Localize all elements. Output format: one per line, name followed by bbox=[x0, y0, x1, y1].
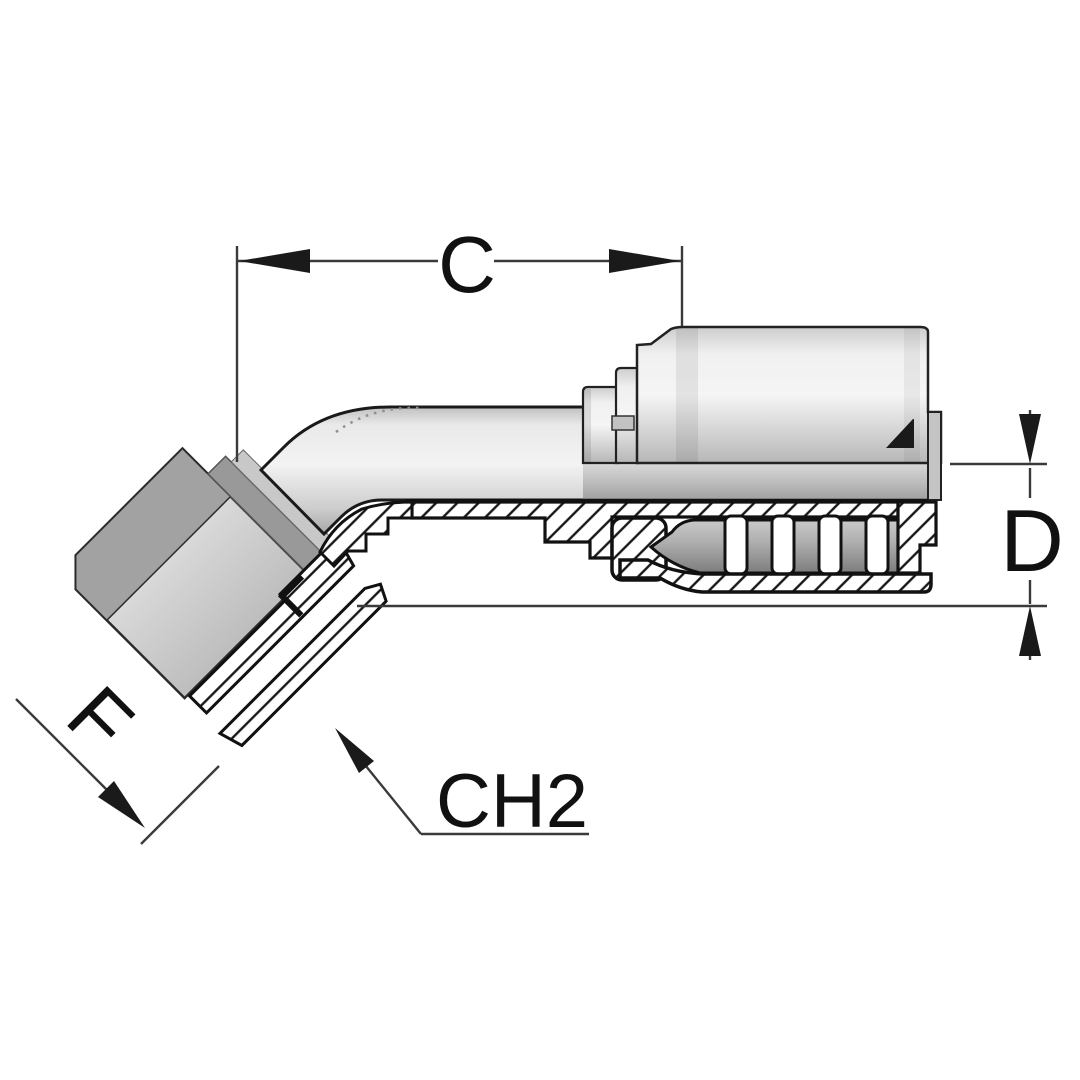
serration-notch bbox=[770, 514, 796, 576]
ferrule-shade-band bbox=[676, 328, 698, 462]
d-arrowhead-top bbox=[1019, 414, 1041, 464]
shell-ring-shadow bbox=[583, 389, 591, 463]
swivel-nut-group bbox=[74, 446, 388, 748]
c-arrowhead-right bbox=[609, 249, 680, 273]
dimension-label-d: D bbox=[1000, 491, 1064, 590]
ferrule-shell bbox=[635, 325, 943, 465]
hose-surface bbox=[583, 463, 941, 501]
f-arrowhead bbox=[98, 781, 145, 828]
dimension-label-f: F bbox=[50, 669, 150, 769]
elbow-tube bbox=[258, 405, 642, 537]
bend-inner-section-band bbox=[318, 500, 414, 569]
shell-bottom-wall-section bbox=[618, 558, 933, 594]
nut-thread-section bbox=[217, 582, 388, 748]
ferrule-end-collar bbox=[927, 411, 942, 501]
f-extension-line bbox=[140, 765, 220, 845]
callout-label-ch2: CH2 bbox=[436, 759, 588, 844]
bend-stipple-edge bbox=[335, 406, 421, 434]
shell-end-wall-section bbox=[896, 500, 938, 575]
serration-notch bbox=[864, 514, 890, 576]
c-arrowhead-left bbox=[239, 249, 310, 273]
shell-ring-1 bbox=[581, 385, 620, 465]
ch2-arrowhead bbox=[335, 728, 374, 773]
manufacturer-logo-icon bbox=[886, 419, 914, 448]
nut-section-step-edge bbox=[277, 574, 305, 618]
serration-notch bbox=[723, 514, 749, 576]
serration-notch bbox=[817, 514, 843, 576]
dimension-label-c: C bbox=[438, 220, 496, 309]
d-arrowhead-bottom bbox=[1019, 606, 1041, 656]
shell-ring-tab bbox=[611, 415, 635, 431]
